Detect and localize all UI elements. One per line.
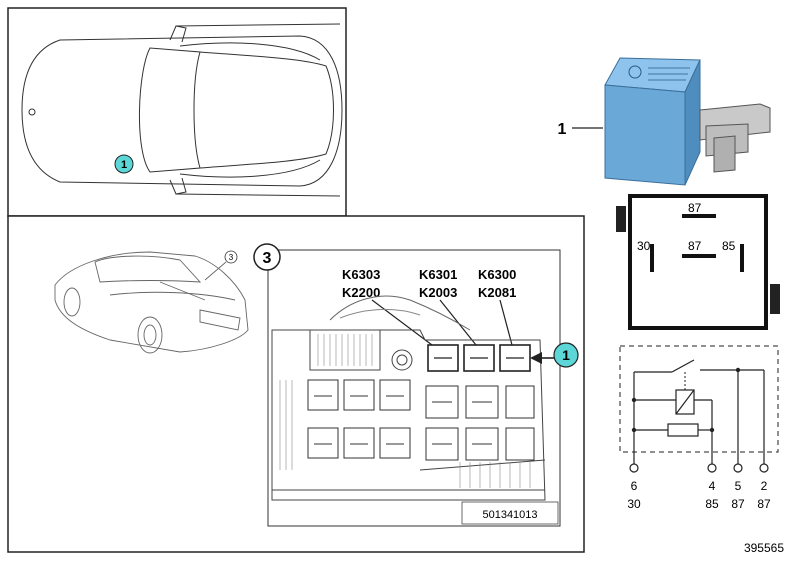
pin-87-top: 87 [688, 201, 702, 215]
callout-3-car [224, 250, 238, 264]
engine-bay-panel: 3 3 K6303 K2200 K6301 K2003 K6300 K2081 [7, 215, 585, 553]
relay-pin-layout: 87 87 30 85 [616, 194, 780, 330]
part-number-label: 1 [558, 121, 567, 138]
pin-85: 85 [722, 239, 736, 253]
terminal-6-number: 6 [631, 479, 638, 493]
terminal-5-label: 87 [731, 497, 745, 511]
code-k6301: K6301 [419, 267, 457, 282]
code-k2003: K2003 [419, 285, 457, 300]
pin-87-center: 87 [688, 239, 702, 253]
car-perspective-sketch [54, 251, 249, 354]
code-k2200: K2200 [342, 285, 380, 300]
diagram-id: 395565 [744, 541, 784, 555]
terminal-2-number: 2 [761, 479, 768, 493]
callout-1-fusebox [553, 342, 579, 368]
code-k6300: K6300 [478, 267, 516, 282]
terminal-5-number: 5 [735, 479, 742, 493]
terminal-4-label: 85 [705, 497, 719, 511]
callout-1-car-label: 1 [121, 159, 127, 171]
pin-30: 30 [637, 239, 651, 253]
callout-1-fusebox-label: 1 [562, 347, 570, 363]
terminal-2-label: 87 [757, 497, 771, 511]
terminal-4-number: 4 [709, 479, 716, 493]
terminal-6-label: 30 [627, 497, 641, 511]
inset-callout-3: 3 [263, 250, 272, 267]
code-k6303: K6303 [342, 267, 380, 282]
relay-schematic: 6 30 4 85 5 87 2 87 [619, 345, 779, 511]
inset-code: 501341013 [482, 509, 537, 521]
relay-photo: 1 [558, 57, 771, 186]
fuse-box-inset: 3 K6303 K2200 K6301 K2003 K6300 K2081 [253, 243, 579, 527]
callout-1-car [114, 154, 134, 174]
callout-3-car-label: 3 [229, 253, 234, 262]
car-top-view-panel: 1 [7, 7, 347, 217]
code-k2081: K2081 [478, 285, 516, 300]
